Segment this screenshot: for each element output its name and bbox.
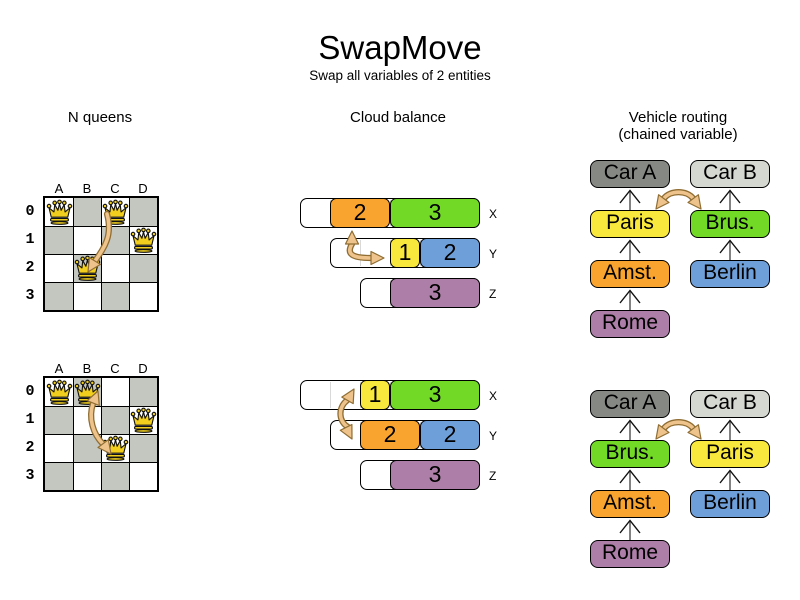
chevron-up-icon [719, 239, 741, 254]
queen-icon [74, 255, 101, 282]
board-cell [45, 462, 73, 490]
chevron-up-icon [619, 189, 641, 204]
chevron-up-icon [619, 289, 641, 304]
cloud-computer-label: Y [489, 247, 498, 261]
board-cell [129, 434, 157, 462]
board-row-label: 2 [25, 439, 35, 456]
board-column-label: D [138, 181, 148, 196]
vehicle-box-berlin: Berlin [690, 490, 770, 518]
chevron-up-icon [619, 519, 641, 534]
queen-icon [130, 227, 157, 254]
cloud-computer-label: Z [489, 469, 497, 483]
cloud-unit-line [360, 240, 361, 266]
page-title: SwapMove [318, 29, 482, 66]
board-column-label: C [110, 361, 120, 376]
queen-icon [46, 379, 73, 406]
vehicle-box-brus: Brus. [590, 440, 670, 468]
board-border [43, 196, 159, 312]
cloud-process-box: 2 [420, 420, 480, 450]
cloud-process-box: 3 [390, 198, 480, 228]
cloud-computer-label: Y [489, 429, 498, 443]
queen-icon [130, 407, 157, 434]
board-cell [101, 282, 129, 310]
cloud-process-box: 2 [360, 420, 420, 450]
cloud-process-box: 1 [360, 380, 390, 410]
chevron-up-icon [719, 469, 741, 484]
vehicle-box-paris: Paris [590, 210, 670, 238]
cloud-unit-line [330, 382, 331, 408]
queen-icon [74, 379, 101, 406]
cloud-computer-label: X [489, 207, 498, 221]
board-cell [129, 254, 157, 282]
vehicle-box-paris: Paris [690, 440, 770, 468]
queen-icon [46, 199, 73, 226]
board-cell [101, 462, 129, 490]
board-gridline-h [45, 281, 157, 283]
cloud-computer-label: X [489, 389, 498, 403]
vehicle-box-rome: Rome [590, 540, 670, 568]
board-gridline-v [128, 378, 130, 490]
board-row-label: 0 [25, 203, 35, 220]
cloud-process-box: 3 [390, 278, 480, 308]
chevron-up-icon [619, 469, 641, 484]
board-column-label: B [82, 181, 92, 196]
board-row-label: 2 [25, 259, 35, 276]
cloud-computer-label: Z [489, 287, 497, 301]
vehicle-box-rome: Rome [590, 310, 670, 338]
board-column-label: D [138, 361, 148, 376]
vehicle-box-cara: Car A [590, 390, 670, 418]
cloud-process-box: 1 [390, 238, 420, 268]
vehicle-box-brus: Brus. [690, 210, 770, 238]
board-cell [45, 406, 73, 434]
chevron-up-icon [719, 419, 741, 434]
board-column-label: A [54, 361, 64, 376]
vehicle-header-line1: Vehicle routing [628, 109, 728, 126]
cloud-process-box: 2 [330, 198, 390, 228]
nqueens-header: N queens [67, 109, 133, 126]
board-cell [45, 282, 73, 310]
vehicle-box-berlin: Berlin [690, 260, 770, 288]
vehicle-header-line2: (chained variable) [618, 126, 738, 143]
cloud-header: Cloud balance [350, 109, 446, 126]
board-row-label: 1 [25, 231, 35, 248]
board-cell [45, 226, 73, 254]
chevron-up-icon [619, 239, 641, 254]
cloud-process-box: 3 [390, 380, 480, 410]
queen-icon [102, 199, 129, 226]
cloud-process-box: 2 [420, 238, 480, 268]
board-cell [129, 198, 157, 226]
chain-arrows [619, 189, 741, 540]
vehicle-box-carb: Car B [690, 160, 770, 188]
board-row-label: 3 [25, 287, 35, 304]
chevron-up-icon [619, 419, 641, 434]
page-subtitle: Swap all variables of 2 entities [309, 68, 491, 83]
board-row-label: 3 [25, 467, 35, 484]
board-gridline-v [128, 198, 130, 310]
board-gridline-h [45, 461, 157, 463]
board-border [43, 376, 159, 492]
swap-arrow-vehicle-after [655, 419, 702, 440]
board-row-label: 1 [25, 411, 35, 428]
vehicle-header: Vehicle routing (chained variable) [598, 109, 758, 143]
board-row-label: 0 [25, 383, 35, 400]
board-column-label: B [82, 361, 92, 376]
board-column-label: C [110, 181, 120, 196]
queen-icon [102, 435, 129, 462]
board-cell [129, 378, 157, 406]
vehicle-box-carb: Car B [690, 390, 770, 418]
vehicle-box-amst: Amst. [590, 260, 670, 288]
swap-arrow-vehicle-before [655, 189, 702, 210]
vehicle-box-amst: Amst. [590, 490, 670, 518]
chevron-up-icon [719, 189, 741, 204]
board-column-label: A [54, 181, 64, 196]
vehicle-box-cara: Car A [590, 160, 670, 188]
cloud-process-box: 3 [390, 460, 480, 490]
